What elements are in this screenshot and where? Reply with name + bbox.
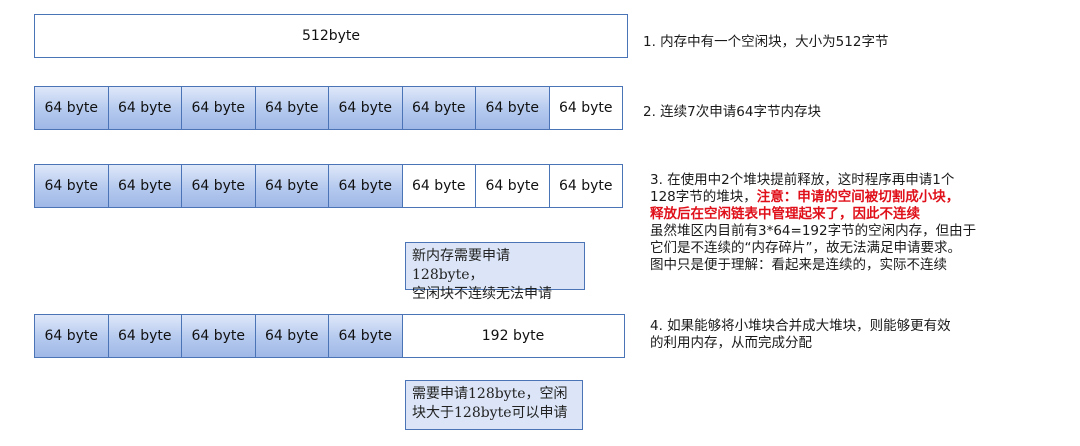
used-block: 64 byte xyxy=(254,314,329,358)
used-block: 64 byte xyxy=(328,314,403,358)
used-block: 64 byte xyxy=(181,164,256,208)
note-step-4: 4. 如果能够将小堆块合并成大堆块，则能够更有效 的利用内存，从而完成分配 xyxy=(650,318,1070,352)
used-block: 64 byte xyxy=(181,314,256,358)
note-step-3: 3. 在使用中2个堆块提前释放，这时程序再申请1个 128字节的堆块，注意：申请… xyxy=(650,172,1070,274)
used-block: 64 byte xyxy=(34,314,109,358)
used-block: 64 byte xyxy=(328,164,403,208)
used-block: 64 byte xyxy=(181,86,256,130)
used-block: 64 byte xyxy=(34,164,109,208)
memory-row-initial: 512byte xyxy=(34,14,628,58)
free-block: 64 byte xyxy=(475,164,550,208)
callout-line: 块大于128byte可以申请 xyxy=(412,405,568,421)
free-block: 64 byte xyxy=(401,164,476,208)
free-block: 64 byte xyxy=(548,86,623,130)
used-block: 64 byte xyxy=(254,86,329,130)
note-line: 它们是不连续的“内存碎片”，故无法满足申请要求。 xyxy=(650,240,961,256)
used-block: 64 byte xyxy=(107,164,182,208)
used-block: 64 byte xyxy=(475,86,550,130)
callout-line: 需要申请128byte，空闲 xyxy=(412,386,568,402)
callout-fragmented: 新内存需要申请128byte， 空闲块不连续无法申请 xyxy=(405,242,585,302)
note-line: 4. 如果能够将小堆块合并成大堆块，则能够更有效 xyxy=(650,318,951,334)
used-block: 64 byte xyxy=(328,86,403,130)
note-warning: 释放后在空闲链表中管理起来了，因此不连续 xyxy=(650,206,920,222)
callout-merged: 需要申请128byte，空闲 块大于128byte可以申请 xyxy=(405,380,583,430)
note-step-2: 2. 连续7次申请64字节内存块 xyxy=(643,104,821,120)
used-block: 64 byte xyxy=(34,86,109,130)
memory-row-fragmented: 64 byte 64 byte 64 byte 64 byte 64 byte … xyxy=(34,164,623,208)
callout-line: 新内存需要申请128byte， xyxy=(412,248,510,283)
callout-line: 空闲块不连续无法申请 xyxy=(412,286,552,302)
free-block: 64 byte xyxy=(548,164,623,208)
note-line: 3. 在使用中2个堆块提前释放，这时程序再申请1个 xyxy=(650,172,955,188)
note-line: 虽然堆区内目前有3*64=192字节的空闲内存，但由于 xyxy=(650,223,977,239)
note-step-1: 1. 内存中有一个空闲块，大小为512字节 xyxy=(643,34,889,50)
used-block: 64 byte xyxy=(107,86,182,130)
note-line: 128字节的堆块，注意：申请的空间被切割成小块， xyxy=(650,189,1070,206)
note-line: 图中只是便于理解：看起来是连续的，实际不连续 xyxy=(650,257,947,273)
used-block: 64 byte xyxy=(401,86,476,130)
note-warning: 注意：申请的空间被切割成小块， xyxy=(756,189,960,205)
used-block: 64 byte xyxy=(254,164,329,208)
merged-free-block: 192 byte xyxy=(401,314,625,358)
note-line: 的利用内存，从而完成分配 xyxy=(650,335,812,351)
memory-row-allocated: 64 byte 64 byte 64 byte 64 byte 64 byte … xyxy=(34,86,623,130)
note-text: 128字节的堆块， xyxy=(650,189,757,205)
free-block-512: 512byte xyxy=(34,14,628,58)
memory-row-merged: 64 byte 64 byte 64 byte 64 byte 64 byte … xyxy=(34,314,625,358)
used-block: 64 byte xyxy=(107,314,182,358)
